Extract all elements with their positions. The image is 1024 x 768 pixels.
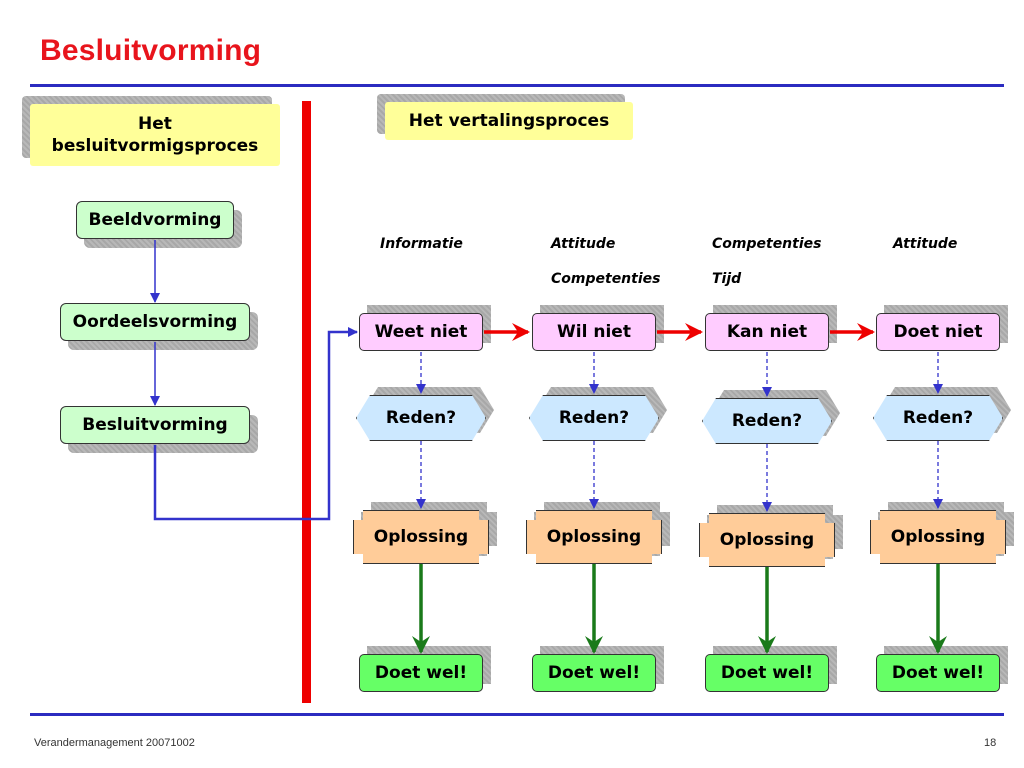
bottom-rule bbox=[30, 713, 1004, 716]
solution-box-4: Oplossing bbox=[870, 510, 1006, 564]
solution-box-1: Oplossing bbox=[353, 510, 489, 564]
result-box-3: Doet wel! bbox=[705, 654, 829, 692]
result-box-4: Doet wel! bbox=[876, 654, 1000, 692]
reason-box-1: Reden? bbox=[356, 395, 486, 441]
state-box-3: Kan niet bbox=[705, 313, 829, 351]
left-section-header: Het besluitvormigsproces bbox=[30, 104, 280, 166]
step-beeldvorming: Beeldvorming bbox=[76, 201, 234, 239]
page-number: 18 bbox=[984, 737, 997, 749]
column-arrows bbox=[412, 352, 947, 654]
step-oordeelsvorming: Oordeelsvorming bbox=[60, 303, 250, 341]
left-header-line-2: besluitvormigsproces bbox=[51, 136, 259, 156]
step-besluitvorming: Besluitvorming bbox=[60, 406, 250, 444]
section-divider bbox=[302, 101, 311, 703]
result-box-2: Doet wel! bbox=[532, 654, 656, 692]
result-box-1: Doet wel! bbox=[359, 654, 483, 692]
column-3-label-2: Tijd bbox=[712, 271, 742, 287]
reason-box-2: Reden? bbox=[529, 395, 659, 441]
reason-box-3: Reden? bbox=[702, 398, 832, 444]
state-box-4: Doet niet bbox=[876, 313, 1000, 351]
solution-box-2: Oplossing bbox=[526, 510, 662, 564]
decision-to-translation-connector bbox=[153, 327, 358, 521]
footer-text: Verandermanagement 20071002 bbox=[34, 737, 195, 749]
column-1-label-1: Informatie bbox=[380, 236, 463, 252]
column-2-label-1: Attitude bbox=[551, 236, 616, 252]
reason-box-4: Reden? bbox=[873, 395, 1003, 441]
state-box-2: Wil niet bbox=[532, 313, 656, 351]
column-2-label-2: Competenties bbox=[551, 271, 661, 287]
column-3-label-1: Competenties bbox=[712, 236, 822, 252]
top-rule bbox=[30, 84, 1004, 87]
slide-title: Besluitvorming bbox=[40, 34, 262, 67]
column-4-label-1: Attitude bbox=[893, 236, 958, 252]
solution-box-3: Oplossing bbox=[699, 513, 835, 567]
right-section-header: Het vertalingsproces bbox=[385, 102, 633, 140]
state-box-1: Weet niet bbox=[359, 313, 483, 351]
left-header-line-1: Het bbox=[138, 114, 172, 134]
